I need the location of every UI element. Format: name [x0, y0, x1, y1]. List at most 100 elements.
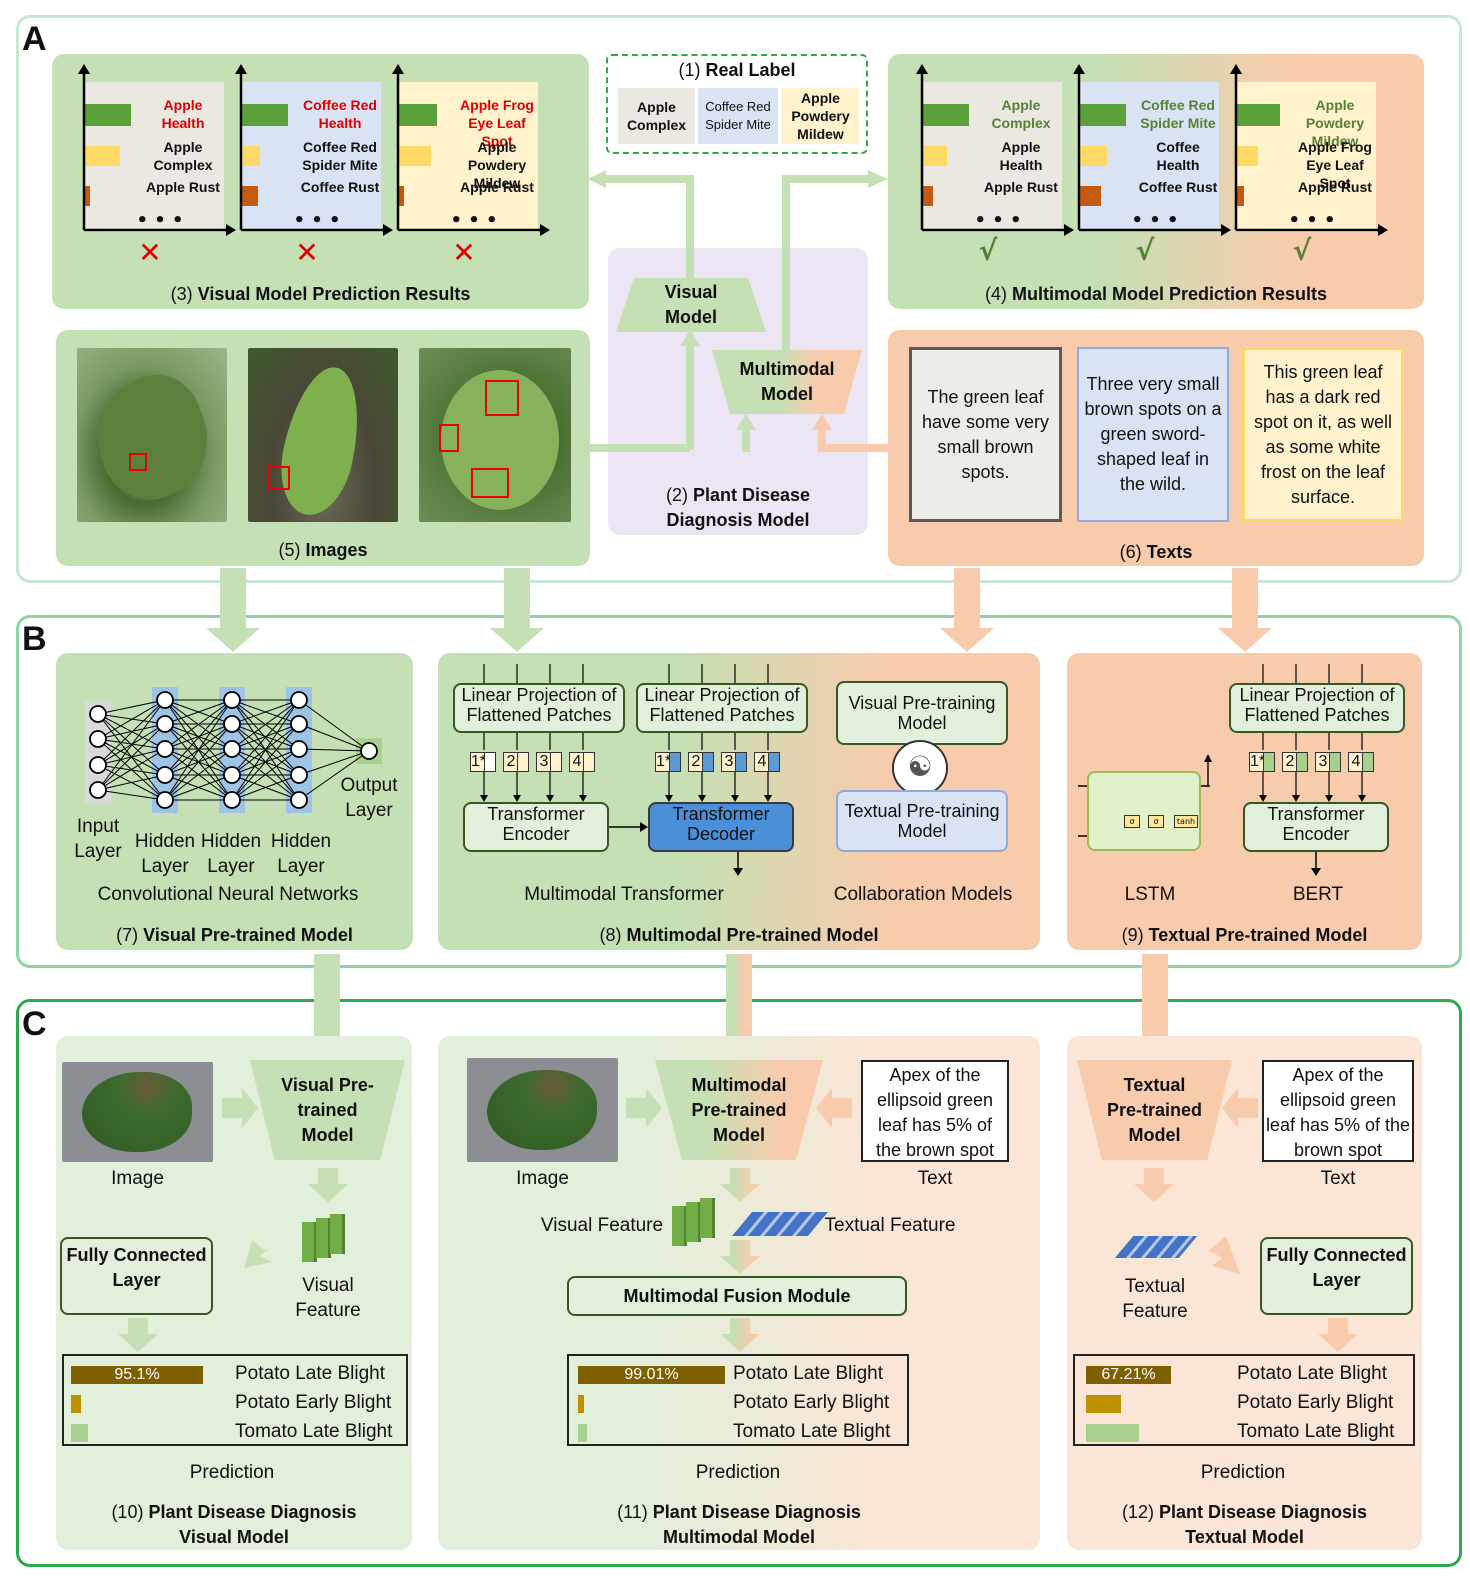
- prediction-bar: [71, 1424, 88, 1442]
- real-label-item: Coffee Red Spider Mite: [698, 88, 778, 144]
- chart-label: Apple Rust: [146, 179, 220, 195]
- prediction-bar: 67.21%: [1086, 1366, 1171, 1384]
- chart-axes: [392, 64, 550, 236]
- connection: [97, 723, 166, 791]
- neuron: [223, 791, 241, 809]
- neuron: [290, 766, 308, 784]
- a-to-b-arrows: [206, 568, 1272, 652]
- prediction-bar: 99.01%: [578, 1366, 725, 1384]
- real-label-item: Apple Complex: [618, 88, 695, 144]
- token-embedding: [768, 752, 780, 772]
- token-embedding: [1329, 752, 1341, 772]
- chart-label: Coffee Red Spider Mite: [302, 139, 378, 173]
- visual-feature-icon: [302, 1214, 354, 1262]
- chart-ellipsis: • • •: [293, 210, 341, 231]
- token-embedding: [669, 752, 681, 772]
- leaf-photo-coffee: [248, 348, 398, 522]
- neuron: [223, 766, 241, 784]
- chart-axes: [1073, 64, 1231, 236]
- text-label: Text: [917, 1168, 953, 1189]
- chart-bar: [922, 104, 969, 126]
- visual-pretraining-box: Visual Pre-training Model: [836, 681, 1008, 745]
- transformer-decoder-box: Transformer Decoder: [648, 802, 794, 852]
- connection: [231, 699, 300, 801]
- chart-bar: [241, 186, 258, 206]
- neural-network-diagram: [85, 687, 382, 813]
- correct-mark-icon: √: [1135, 234, 1155, 267]
- connection: [97, 699, 166, 791]
- prediction-frame: [62, 1354, 408, 1446]
- y-axis-arrowhead: [916, 64, 928, 74]
- leaf-photo-apple: [77, 348, 227, 522]
- patch-token: 3: [721, 752, 747, 772]
- neuron: [156, 766, 174, 784]
- section-a-arrows: [588, 170, 890, 452]
- arrowhead: [640, 822, 648, 832]
- connection: [231, 699, 300, 750]
- neuron: [156, 791, 174, 809]
- visual-feature-label: Visual Feature: [540, 1215, 664, 1236]
- textual-feature-label: Textual Feature: [824, 1215, 956, 1236]
- token-embedding: [1362, 752, 1374, 772]
- linear-projection-box: Linear Projection of Flattened Patches: [453, 683, 625, 733]
- chart-bar: [1236, 146, 1258, 166]
- token-embedding: [583, 752, 595, 772]
- correct-mark-icon: √: [1292, 234, 1312, 267]
- connection: [97, 774, 166, 791]
- wrong-mark-icon: ✕: [295, 236, 319, 269]
- prediction-label: Tomato Late Blight: [733, 1421, 891, 1442]
- text-sample: The green leaf have some very small brow…: [909, 347, 1062, 522]
- neuron: [223, 715, 241, 733]
- connection: [164, 748, 233, 801]
- text-label: Text: [1320, 1168, 1356, 1189]
- connection: [164, 774, 233, 801]
- chart-label: Apple Rust: [460, 179, 534, 195]
- prediction-label: Potato Early Blight: [1237, 1392, 1394, 1413]
- arrowhead: [1311, 868, 1321, 876]
- prediction-label: Potato Late Blight: [235, 1363, 385, 1384]
- connection: [231, 774, 300, 801]
- chart-label: Apple Health: [161, 97, 205, 131]
- bert-label: BERT: [1292, 884, 1344, 905]
- chart-ellipsis: • • •: [974, 210, 1022, 231]
- section-a-frame: [16, 15, 1462, 583]
- connection: [97, 723, 166, 740]
- neuron: [89, 756, 107, 774]
- lstm-cell: [1087, 771, 1201, 851]
- chart-bar: [922, 186, 933, 206]
- linear-projection-box: Linear Projection of Flattened Patches: [1229, 683, 1405, 733]
- token-embedding: [735, 752, 747, 772]
- connection: [298, 723, 370, 752]
- connection: [97, 699, 166, 766]
- linear-projection-box: Linear Projection of Flattened Patches: [636, 683, 808, 733]
- prediction-bar: [71, 1395, 81, 1413]
- chart-label: Apple Frog Eye Leaf Spot: [460, 97, 534, 149]
- multimodal-model-shape: Multimodal Model: [712, 350, 862, 414]
- chart-axes: [78, 64, 236, 236]
- visual-feature-label: Visual Feature: [295, 1275, 361, 1321]
- visual-pretrained-shape: Visual Pre-trained Model: [250, 1060, 405, 1160]
- connection: [97, 699, 166, 740]
- hidden-layer-label: Hidden Layer: [134, 831, 196, 877]
- prediction-label: Potato Early Blight: [235, 1392, 392, 1413]
- neuron: [290, 740, 308, 758]
- prediction-frame: [567, 1354, 909, 1446]
- chart-label: Coffee Red Health: [303, 97, 377, 131]
- correct-mark-icon: √: [978, 234, 998, 267]
- prediction-bar: 95.1%: [71, 1366, 203, 1384]
- connection: [298, 748, 370, 752]
- chart-ellipsis: • • •: [1131, 210, 1179, 231]
- neuron: [360, 742, 378, 760]
- wrong-mark-icon: ✕: [452, 236, 476, 269]
- arrowhead: [1358, 795, 1366, 802]
- text-sample: Three very small brown spots on a green …: [1077, 347, 1229, 522]
- image-label: Image: [516, 1168, 569, 1189]
- chart-bar: [241, 146, 260, 166]
- chart-bar: [1079, 146, 1107, 166]
- chart-bar: [398, 104, 437, 126]
- neuron: [290, 715, 308, 733]
- prediction-bar: [1086, 1424, 1139, 1442]
- section-letter-b: B: [22, 620, 47, 658]
- multimodal-results-caption: (4) Multimodal Model Prediction Results: [984, 284, 1328, 304]
- multimodal-pretrained-shape: Multimodal Pre-trained Model: [655, 1060, 823, 1160]
